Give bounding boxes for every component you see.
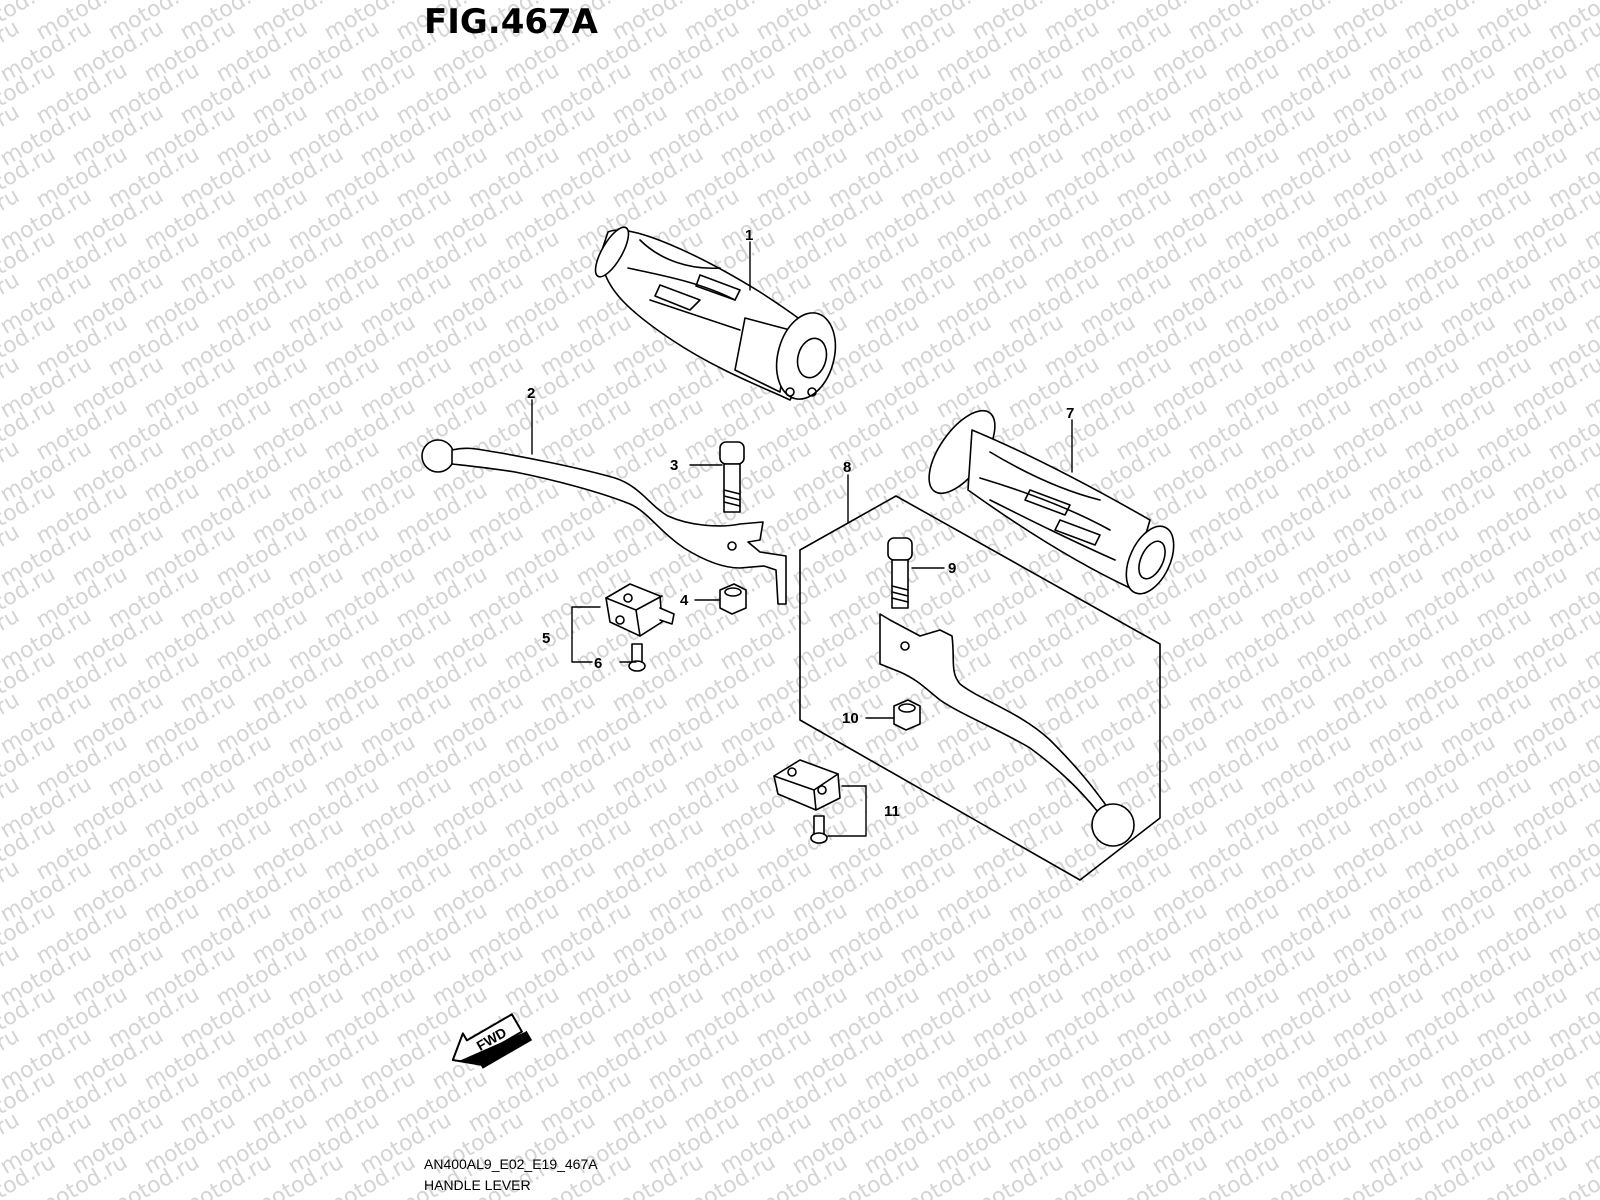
pivot-bolt-9[interactable] <box>887 537 913 609</box>
callout-4: 4 <box>680 592 689 609</box>
figure-code: AN400AL9_E02_E19_467A <box>424 1156 598 1172</box>
nut-10[interactable] <box>893 699 921 731</box>
stop-switch-5[interactable] <box>605 583 675 637</box>
callout-3: 3 <box>670 457 678 474</box>
callout-2: 2 <box>527 385 535 402</box>
stop-switch-11[interactable] <box>773 759 841 844</box>
callout-8: 8 <box>843 459 851 476</box>
grip-left[interactable] <box>589 223 844 406</box>
leader-lines <box>531 241 1073 837</box>
figure-title: FIG.467A <box>424 2 598 42</box>
lever-front-brake[interactable] <box>879 613 1135 847</box>
figure-name: HANDLE LEVER <box>424 1177 531 1193</box>
callout-5: 5 <box>542 630 550 647</box>
fwd-arrow: FWD <box>451 1013 532 1069</box>
callouts: 1 2 3 4 5 6 7 8 9 10 11 <box>527 227 1074 820</box>
callout-1: 1 <box>745 227 753 244</box>
grip-right[interactable] <box>916 400 1183 601</box>
pivot-bolt-3[interactable] <box>719 441 745 513</box>
callout-6: 6 <box>594 655 602 672</box>
callout-11: 11 <box>884 803 900 820</box>
callout-10: 10 <box>842 710 859 727</box>
assembly-8-boundary <box>799 495 1161 881</box>
callout-7: 7 <box>1066 405 1074 422</box>
nut-4[interactable] <box>719 583 747 615</box>
screw-6[interactable] <box>628 643 646 672</box>
callout-9: 9 <box>948 560 956 577</box>
lever-rear-brake[interactable] <box>421 439 787 605</box>
